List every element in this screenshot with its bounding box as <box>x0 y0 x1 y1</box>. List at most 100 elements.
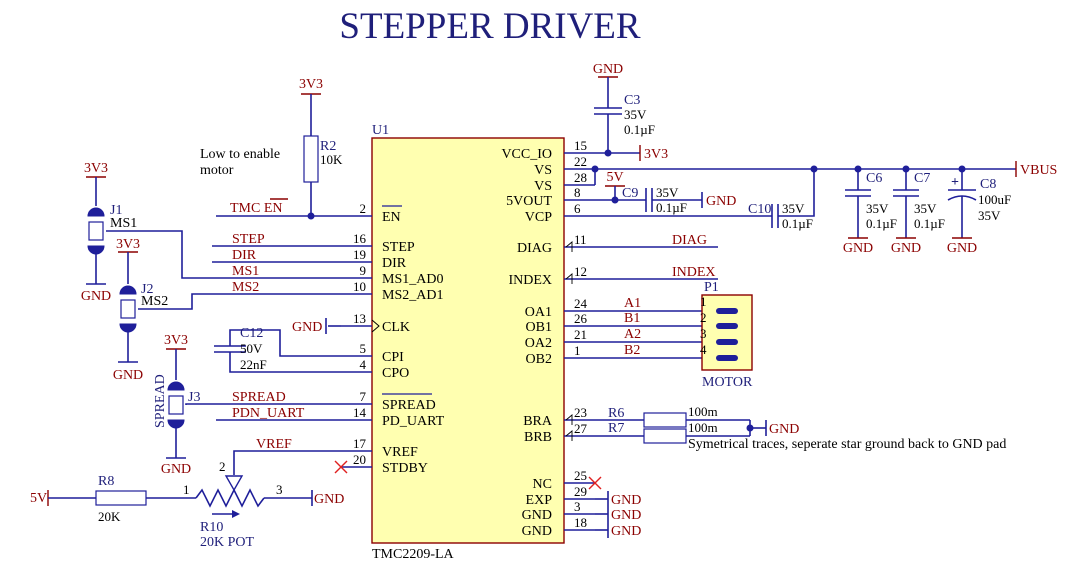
r2-value: 10K <box>320 152 343 167</box>
pin-number-27: 27 <box>574 421 588 436</box>
pin-number-16: 16 <box>353 231 367 246</box>
pin-number-26: 26 <box>574 311 588 326</box>
c8-gnd-label: GND <box>947 241 977 256</box>
j3-net-rotated: SPREAD <box>153 374 168 428</box>
pin-direction-marker-bra <box>565 414 573 425</box>
c6-value: 0.1µF <box>866 216 897 231</box>
c8-plus: + <box>951 175 959 190</box>
j3-top-pad <box>167 381 185 391</box>
net-label-a2: A2 <box>624 327 641 342</box>
c10-wire-right <box>778 169 815 217</box>
p1-designator: P1 <box>704 280 719 295</box>
c8-value: 100uF <box>978 192 1011 207</box>
j2-gnd-label: GND <box>113 368 143 383</box>
pin-number-5: 5 <box>360 341 367 356</box>
pin-direction-marker-index <box>565 273 573 284</box>
nc-x2 <box>588 476 602 490</box>
clk-gnd-label: GND <box>292 320 322 335</box>
j3-center-pad <box>168 395 184 415</box>
pin-number-10: 10 <box>353 279 366 294</box>
r10-adjust-arrow <box>232 510 240 518</box>
pin-name-stdby: STDBY <box>382 461 428 476</box>
gnd3-label: GND <box>611 508 641 523</box>
gnd18-label: GND <box>611 524 641 539</box>
r10-zigzag <box>195 488 265 508</box>
j1-power-label: 3V3 <box>84 161 108 176</box>
pin-name-oa1-24: OA1 <box>525 305 552 320</box>
j3-bottom-pad <box>167 419 185 429</box>
pin-name-vref: VREF <box>382 445 418 460</box>
j3-gnd-label: GND <box>161 462 191 477</box>
pin-name-cpi: CPI <box>382 350 404 365</box>
c8-voltage: 35V <box>978 208 1001 223</box>
pin-name-ob1-26: OB1 <box>526 320 552 335</box>
pin-name-vs-22: VS <box>534 163 552 178</box>
capacitor-c9: GND C9 35V 0.1µF <box>622 185 736 215</box>
c3-voltage: 35V <box>624 107 647 122</box>
pin-number-23: 23 <box>574 405 587 420</box>
stdby-nc-x2 <box>334 460 348 474</box>
net-label-diag: DIAG <box>672 233 707 248</box>
pin-name-ob2-1: OB2 <box>526 352 552 367</box>
p1-pin-3-shape <box>716 339 738 345</box>
pin-number-21: 21 <box>574 327 587 342</box>
net-label-ms2: MS2 <box>232 280 259 295</box>
p1-name: MOTOR <box>702 375 753 390</box>
5v-power-label: 5V <box>606 170 623 185</box>
c6-designator: C6 <box>866 171 882 186</box>
c7-voltage: 35V <box>914 201 937 216</box>
pin-name-dir: DIR <box>382 256 407 271</box>
pin-direction-marker-brb <box>565 430 573 441</box>
net-label-vref: VREF <box>256 437 292 452</box>
c12-voltage: 50V <box>240 341 263 356</box>
ic-body <box>371 137 565 544</box>
pin-clock-marker <box>371 319 380 333</box>
r8-body <box>95 490 147 506</box>
r7-body <box>643 428 687 444</box>
note-enable-line2: motor <box>200 163 234 178</box>
wire-ms1 <box>106 230 341 279</box>
net-label-b1: B1 <box>624 311 640 326</box>
pin-number-28: 28 <box>574 170 587 185</box>
ic-left-pins: 2EN16STEP19DIR9MS1_AD010MS2_AD113CLK5CPI… <box>341 201 445 476</box>
r7-value: 100m <box>688 420 718 435</box>
pin-number-9: 9 <box>360 263 367 278</box>
r8-power-label: 5V <box>30 491 47 506</box>
j1-center-pad <box>88 221 104 241</box>
jumper-j1: 3V3 GND J1 MS1 <box>81 161 137 304</box>
c3-gnd-label: GND <box>593 62 623 77</box>
pin-name-clk: CLK <box>382 320 410 335</box>
r10-value: 20K POT <box>200 535 255 550</box>
pin-name-nc-25: NC <box>533 477 552 492</box>
pin-name-vcp-6: VCP <box>525 210 552 225</box>
j2-bottom-pad <box>119 323 137 333</box>
c7-gnd-label: GND <box>891 241 921 256</box>
pin-name-gnd-3: GND <box>522 508 552 523</box>
r6-value: 100m <box>688 404 718 419</box>
j1-gnd-label: GND <box>81 289 111 304</box>
jumper-j3: 3V3 GND J3 SPREAD <box>153 333 200 477</box>
r6-body <box>643 412 687 428</box>
net-label-tmc-en: TMC EN <box>230 201 283 216</box>
c10-value: 0.1µF <box>782 216 813 231</box>
net-label-spread: SPREAD <box>232 390 286 405</box>
capacitor-c12: C12 50V 22nF <box>214 326 341 373</box>
r6-designator: R6 <box>608 406 624 421</box>
junction-vs <box>591 165 599 173</box>
c9-gnd-label: GND <box>706 194 736 209</box>
note-traces: Symetrical traces, seperate star ground … <box>688 437 1006 452</box>
r10-designator: R10 <box>200 520 223 535</box>
r10-wiper-arrow <box>224 475 244 492</box>
ic-part-number: TMC2209-LA <box>372 547 455 562</box>
pin-name-index-12: INDEX <box>508 273 552 288</box>
pin-number-17: 17 <box>353 436 367 451</box>
junction-5vout <box>611 196 619 204</box>
r10-pin-3: 3 <box>276 482 283 497</box>
net-label-step: STEP <box>232 232 265 247</box>
p1-pin-1: 1 <box>700 294 707 309</box>
pin-name-5vout-8: 5VOUT <box>506 194 552 209</box>
pin-number-12: 12 <box>574 264 587 279</box>
c12-value: 22nF <box>240 357 267 372</box>
